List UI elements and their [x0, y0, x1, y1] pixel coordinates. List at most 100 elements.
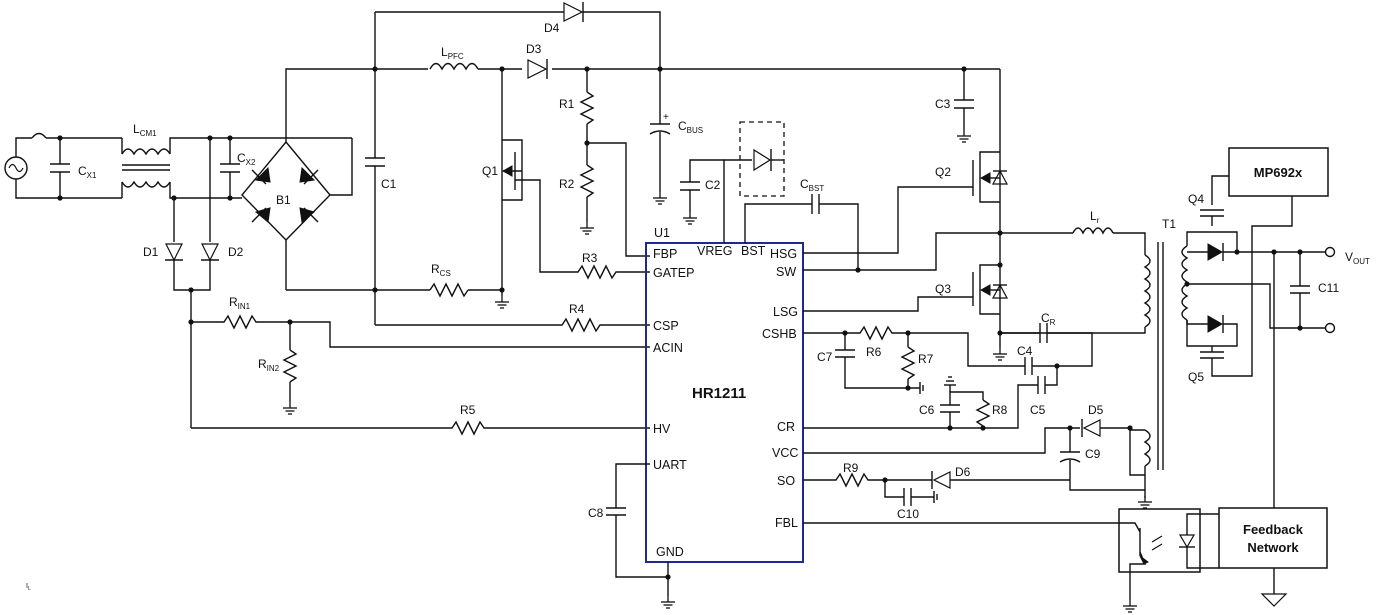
pin-fbp: FBP [653, 247, 677, 261]
d6-label: D6 [955, 465, 971, 479]
q5-label: Q5 [1188, 370, 1204, 384]
rin1-label: RIN1 [229, 295, 251, 311]
pin-so: SO [777, 474, 795, 488]
so-network [803, 471, 1070, 506]
rin2-label: RIN2 [258, 357, 280, 373]
pin-sw: SW [776, 265, 796, 279]
q4-sr-mosfet [1186, 209, 1330, 261]
c10-label: C10 [897, 507, 919, 521]
r3-label: R3 [582, 251, 598, 265]
fuse-symbol [31, 132, 47, 139]
cx1-label: CX1 [78, 164, 97, 180]
chip-ref-u1: U1 [654, 226, 670, 240]
q2-label: Q2 [935, 165, 951, 179]
r5-label: R5 [460, 403, 476, 417]
cbus-plus-sign: + [663, 112, 669, 123]
rcs-resistor [286, 282, 510, 309]
c4-label: C4 [1017, 344, 1033, 358]
cr-label: CR [1041, 311, 1056, 327]
bridge-rectifier-b1 [241, 68, 1000, 290]
cbus-label: CBUS [678, 119, 703, 135]
transformer-t1 [1000, 242, 1189, 470]
uart-c8-gnd [606, 463, 676, 609]
d4-diode [375, 2, 661, 69]
pin-gnd: GND [656, 545, 684, 559]
pin-csp: CSP [653, 319, 679, 333]
pin-gatep: GATEP [653, 266, 694, 280]
switch-node [803, 230, 1003, 271]
lpfc-inductor [428, 62, 479, 75]
lr-label: Lr [1090, 209, 1100, 225]
pin-fbl: FBL [775, 516, 798, 530]
input-sense-network [188, 290, 650, 436]
il-marker: IL [26, 583, 31, 592]
lpfc-label: LPFC [441, 45, 464, 61]
c11-capacitor [1290, 252, 1310, 328]
r6-label: R6 [866, 345, 882, 359]
rcs-label: RCS [431, 262, 451, 278]
c9-label: C9 [1085, 447, 1101, 461]
cx2-capacitor [220, 135, 240, 201]
d1-d2-diodes [165, 135, 219, 293]
cx2-label: CX2 [237, 151, 256, 167]
pin-cshb: CSHB [762, 327, 797, 341]
r4-resistor [375, 317, 650, 333]
ac-source-symbol [4, 156, 28, 180]
b1-label: B1 [276, 193, 291, 207]
hr1211-controller-ic [645, 242, 804, 563]
q3-mosfet [803, 262, 1009, 361]
input-wiring [15, 132, 122, 201]
c3-label: C3 [935, 97, 951, 111]
lcm1-label: LCM1 [133, 122, 157, 138]
chip-name: HR1211 [692, 385, 746, 402]
r1-label: R1 [559, 97, 575, 111]
c3-capacitor [954, 66, 974, 143]
vcc-aux-supply [803, 419, 1153, 509]
pin-vreg: VREG [697, 244, 732, 258]
pin-uart: UART [653, 458, 687, 472]
c7-label: C7 [817, 350, 833, 364]
c1-label: C1 [381, 177, 397, 191]
feedback-network-line1: Feedback [1243, 522, 1304, 537]
vout-label: VOUT [1345, 250, 1370, 266]
r1-r2-divider [579, 66, 650, 257]
q4-label: Q4 [1188, 192, 1204, 206]
d5-label: D5 [1088, 403, 1104, 417]
r2-label: R2 [559, 177, 575, 191]
c2-label: C2 [705, 178, 721, 192]
feedback-network-block [1218, 252, 1328, 607]
bootstrap-diode [739, 121, 861, 273]
pin-bst: BST [741, 244, 766, 258]
r7-label: R7 [918, 352, 934, 366]
r9-label: R9 [843, 461, 859, 475]
r3-resistor [560, 264, 650, 280]
d4-label: D4 [544, 21, 560, 35]
feedback-network-line2: Network [1247, 540, 1299, 555]
common-mode-choke [121, 137, 352, 199]
mp692x-block [1211, 147, 1329, 377]
pin-lsg: LSG [773, 305, 798, 319]
cbus-capacitor: + [649, 66, 671, 205]
d1-label: D1 [143, 245, 159, 259]
t1-label: T1 [1162, 217, 1176, 231]
q2-mosfet [803, 69, 1009, 348]
cbst-label: CBST [800, 177, 824, 193]
lr-inductor [1000, 227, 1146, 255]
pin-vcc: VCC [772, 446, 798, 460]
c1-capacitor [365, 12, 385, 325]
d2-label: D2 [228, 245, 244, 259]
d3-label: D3 [526, 42, 542, 56]
mp692x-label: MP692x [1254, 165, 1303, 180]
cr-capacitor [1000, 323, 1093, 360]
r8-label: R8 [992, 403, 1008, 417]
q3-label: Q3 [935, 282, 951, 296]
c6-label: C6 [919, 403, 935, 417]
cshb-sense-network [803, 325, 1093, 431]
pin-acin: ACIN [653, 341, 683, 355]
vreg-c2-network [680, 159, 752, 243]
r4-label: R4 [569, 302, 585, 316]
q5-sr-mosfet [1184, 281, 1330, 377]
optocoupler [803, 508, 1219, 613]
c8-label: C8 [588, 506, 604, 520]
